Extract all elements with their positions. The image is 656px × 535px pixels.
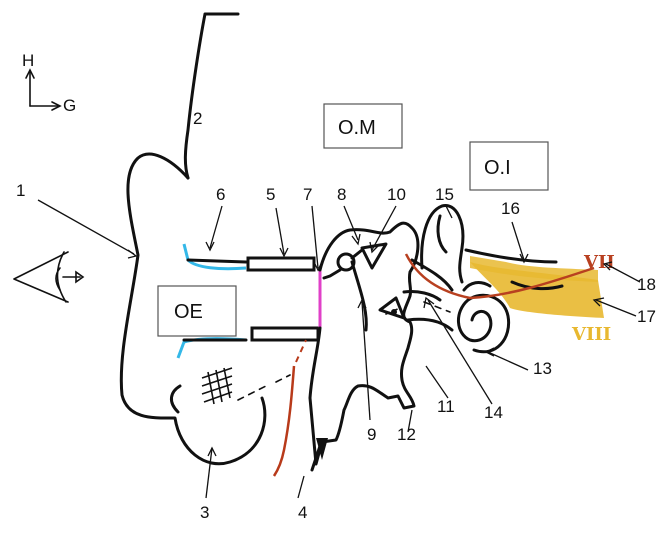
label-11: 11 — [437, 397, 455, 416]
cochlea — [458, 295, 508, 352]
label-5: 5 — [266, 185, 275, 204]
label-18: 18 — [637, 275, 656, 294]
stapes — [380, 298, 404, 318]
label-7: 7 — [303, 185, 312, 204]
label-10: 10 — [387, 185, 406, 204]
label-1: 1 — [16, 181, 25, 200]
bony-canal-upper — [248, 258, 314, 270]
cartilage-upper — [184, 244, 246, 269]
cartilage-lower — [178, 339, 246, 358]
lobe-hatch — [202, 368, 232, 404]
label-17: 17 — [637, 307, 656, 326]
label-13: 13 — [533, 359, 552, 378]
nerve-viii-label: VIII — [571, 324, 611, 345]
label-12: 12 — [397, 425, 416, 444]
outer-ear-label: OE — [174, 301, 203, 323]
label-9: 9 — [367, 425, 376, 444]
middle-ear-label: O.M — [338, 117, 376, 139]
axis-up-label: H — [22, 51, 34, 70]
eye-arrow-icon — [14, 252, 83, 302]
label-4: 4 — [298, 503, 307, 522]
axis-right-label: G — [63, 96, 76, 115]
label-15: 15 — [435, 185, 454, 204]
label-2: 2 — [193, 109, 202, 128]
label-8: 8 — [337, 185, 346, 204]
chorda-tympani — [274, 366, 294, 476]
inner-ear-label: O.I — [484, 157, 511, 179]
label-16: 16 — [501, 199, 520, 218]
leader-lines — [38, 200, 640, 498]
label-14: 14 — [484, 403, 503, 422]
bony-canal-lower — [252, 328, 318, 340]
label-6: 6 — [216, 185, 225, 204]
orientation-axes-icon: H G — [22, 51, 76, 115]
label-3: 3 — [200, 503, 209, 522]
